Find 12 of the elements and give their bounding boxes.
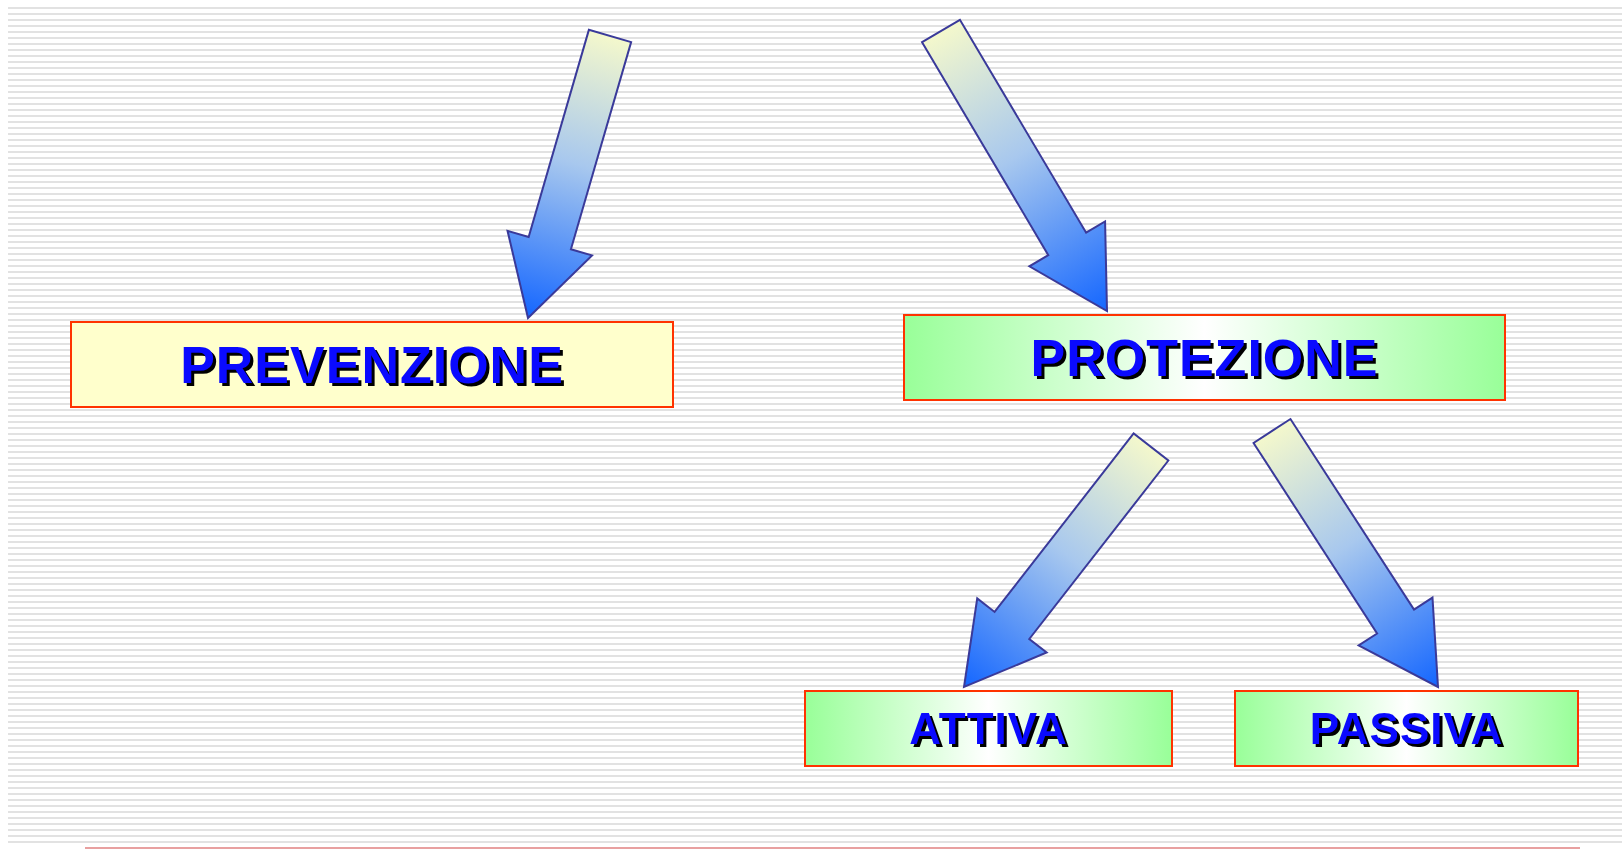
category-label: PROTEZIONE xyxy=(1030,327,1379,388)
category-box xyxy=(903,314,1506,401)
category-box xyxy=(70,321,674,408)
category-label: PREVENZIONE xyxy=(180,334,564,395)
category-box xyxy=(1234,690,1579,767)
block-arrow xyxy=(1252,417,1440,689)
category-label: ATTIVA xyxy=(909,703,1068,754)
block-arrow xyxy=(962,432,1170,689)
category-label: PASSIVA xyxy=(1309,703,1504,754)
block-arrow xyxy=(920,18,1109,313)
category-box xyxy=(804,690,1173,767)
block-arrow xyxy=(506,28,633,320)
